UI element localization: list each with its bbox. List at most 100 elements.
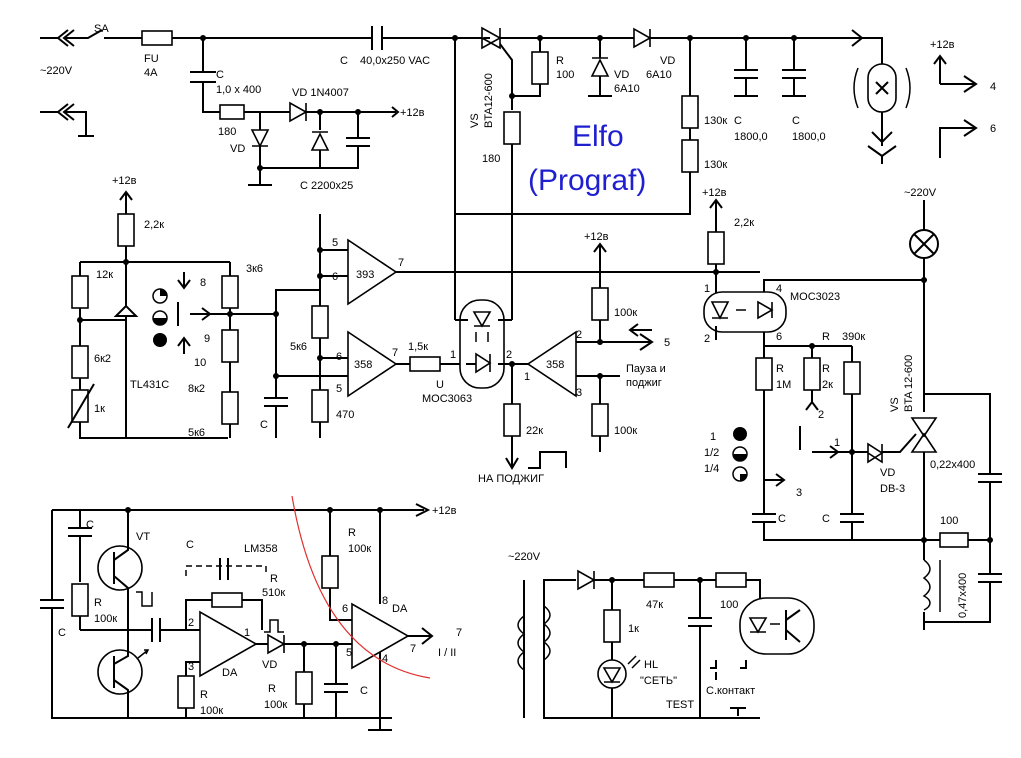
moc-p2: 2 — [506, 349, 512, 361]
da-p2: 2 — [188, 617, 194, 629]
da2-p4: 4 — [382, 653, 388, 665]
r100-label: R — [556, 55, 564, 67]
r130a: 130к — [704, 115, 727, 127]
out-plus12: +12в — [930, 39, 955, 51]
main-cap-value: 40,0x250 VAC — [360, 55, 430, 67]
cmp-p7: 7 — [398, 257, 404, 269]
cmp-p7b: 7 — [392, 347, 398, 359]
right-sw1: 1 — [834, 437, 840, 449]
bottom-indicator-block — [517, 569, 815, 719]
cmp3-p2: 2 — [576, 329, 582, 341]
bl-r-c-value: 100к — [264, 699, 287, 711]
diode-1n4007-label: VD 1N4007 — [292, 87, 349, 99]
pin5-label: 5 — [664, 337, 670, 349]
cmp-p5b: 5 — [336, 383, 342, 395]
bm-ac: ~220V — [508, 551, 541, 563]
fuse-label: FU — [144, 53, 159, 65]
bl-out-label: I / II — [438, 647, 456, 659]
fuse-symbol — [141, 30, 173, 46]
bl-vd: VD — [262, 659, 277, 671]
left-r22: 2,2к — [144, 219, 164, 231]
left-sw9: 9 — [204, 333, 210, 345]
cmp-r5k6: 5к6 — [290, 341, 307, 353]
level-1: 1 — [710, 431, 716, 443]
right-c2: C — [822, 513, 830, 525]
r390-value: 390к — [842, 331, 865, 343]
bl-r-b-value: 100к — [200, 705, 223, 717]
da2-p5: 5 — [346, 647, 352, 659]
cmp3-p1: 1 — [524, 371, 530, 383]
bm-r100: 100 — [720, 599, 738, 611]
lm358-label: LM358 — [244, 543, 278, 555]
left-r3k6: 3к6 — [246, 263, 263, 275]
left-r8k2: 8к2 — [188, 383, 205, 395]
bta-top-label: BTA12-600 — [483, 73, 495, 128]
cmp-plus12: +12в — [584, 231, 609, 243]
r510-label: R — [270, 573, 278, 585]
mains-input-label: ~220V — [40, 65, 73, 77]
mains-section — [40, 26, 490, 186]
moc3063-label: MOC3063 — [422, 393, 472, 405]
bm-hl-name: "СЕТЬ" — [640, 675, 677, 687]
bottom-left-block — [40, 495, 434, 731]
cmp-p5: 5 — [332, 237, 338, 249]
plus12-label: +12в — [400, 107, 425, 119]
r100-value: 100 — [556, 69, 574, 81]
bm-contact: С.контакт — [706, 685, 755, 697]
r2k-value: 2к — [822, 379, 833, 391]
res-180-label: 180 — [218, 126, 236, 138]
right-sw2: 2 — [818, 409, 824, 421]
c1800a-label: C — [734, 115, 742, 127]
na-podzhig: НА ПОДЖИГ — [478, 473, 544, 485]
bm-r1k: 1к — [628, 623, 639, 635]
da-p3: 3 — [188, 661, 194, 673]
right-sw3: 3 — [796, 487, 802, 499]
da2-label: DA — [392, 603, 408, 615]
db3-type: DB-3 — [880, 483, 905, 495]
bl-r-label: R — [94, 597, 102, 609]
title-line1: Elfo — [572, 120, 624, 153]
left-r6k2: 6к2 — [94, 353, 111, 365]
r2k-label: R — [822, 363, 830, 375]
r1m-value: 1М — [776, 379, 791, 391]
cmp-r100k: 100к — [614, 307, 637, 319]
left-sw10: 10 — [194, 357, 206, 369]
cmp1-type: 393 — [356, 269, 374, 281]
cmp3-type: 358 — [546, 359, 564, 371]
cmp-p6: 6 — [332, 271, 338, 283]
left-r1k: 1к — [94, 403, 105, 415]
da2-p8: 8 — [382, 595, 388, 607]
r180-top: 180 — [482, 153, 500, 165]
da2-p7: 7 — [410, 643, 416, 655]
out-pin4: 4 — [990, 81, 996, 93]
bm-test: TEST — [666, 699, 694, 711]
title-line2: (Prograf) — [528, 164, 646, 197]
right-r22: 2,2к — [734, 217, 754, 229]
c1800b-value: 1800,0 — [792, 131, 826, 143]
r390-label: R — [822, 331, 830, 343]
c1800a-value: 1800,0 — [734, 131, 768, 143]
level-12: 1/2 — [704, 447, 719, 459]
bl-plus12: +12в — [432, 505, 457, 517]
r510-value: 510к — [262, 587, 285, 599]
c2200-label: C 2200x25 — [300, 180, 353, 192]
right-vs: VS — [889, 397, 901, 412]
left-tl431: TL431C — [130, 379, 169, 391]
moc3023-p1: 1 — [704, 283, 710, 295]
bl-r-d-label: R — [348, 527, 356, 539]
cmp-r15: 1,5к — [408, 341, 428, 353]
vd1-type: 6A10 — [614, 83, 640, 95]
r1m-label: R — [776, 363, 784, 375]
vt-label: VT — [136, 531, 150, 543]
db3-vd: VD — [880, 467, 895, 479]
cmp-r100kb: 100к — [614, 425, 637, 437]
da-p1: 1 — [244, 627, 250, 639]
left-sw8: 8 — [200, 277, 206, 289]
r130b: 130к — [704, 159, 727, 171]
vd1-label: VD — [614, 69, 629, 81]
c1800b-label: C — [792, 115, 800, 127]
bl-c4: C — [360, 685, 368, 697]
bm-hl: HL — [644, 659, 658, 671]
cmp-r470: 470 — [336, 409, 354, 421]
bl-r100k: 100к — [94, 613, 117, 625]
